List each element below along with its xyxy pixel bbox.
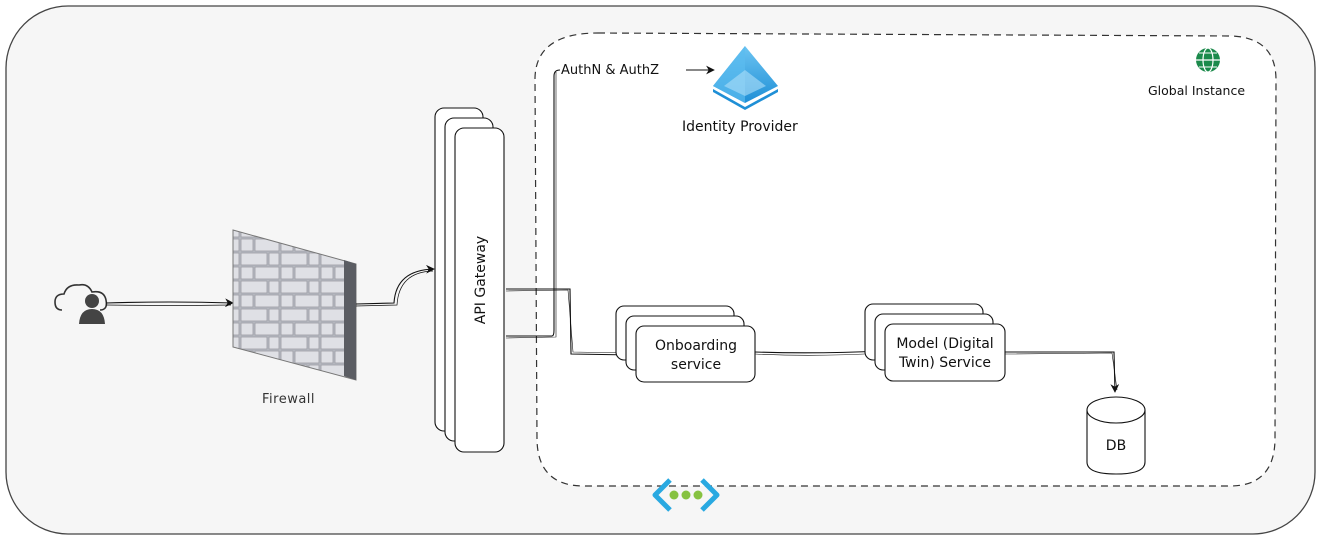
edge-firewall-gateway <box>355 264 435 305</box>
edge-user-firewall-sketch <box>105 304 232 306</box>
onboarding-service-label: Onboarding service <box>655 338 737 373</box>
edge-gateway-onboarding-sketch <box>505 289 631 354</box>
brick-wall-icon <box>232 229 357 381</box>
model-service <box>864 303 1006 382</box>
edge-gateway-idp-sketch <box>505 72 557 339</box>
model-service-label: Model (Digital Twin) Service <box>896 336 994 371</box>
edge-model-db-sketch <box>1004 352 1118 391</box>
virtual-network-icon <box>652 478 720 512</box>
globe-icon <box>1196 47 1220 73</box>
auth-edge-label: AuthN & AuthZ <box>561 63 659 78</box>
cloud-user-icon <box>54 283 108 324</box>
azure-ad-pyramid-icon <box>713 46 778 110</box>
api-gateway <box>434 107 505 453</box>
onboarding-service <box>615 305 756 383</box>
edge-user-firewall <box>105 298 234 308</box>
identity-provider-label: Identity Provider <box>682 119 798 135</box>
firewall-label: Firewall <box>262 392 316 407</box>
db-cylinder <box>1086 396 1146 475</box>
global-instance-boundary <box>534 32 1277 487</box>
edge-firewall-gateway-sketch <box>355 270 434 307</box>
global-instance-label: Global Instance <box>1148 83 1246 98</box>
edge-model-db <box>1005 351 1120 393</box>
api-gateway-label: API Gateway <box>473 235 489 325</box>
edge-gateway-idp <box>506 69 561 337</box>
db-label: DB <box>1105 438 1127 454</box>
